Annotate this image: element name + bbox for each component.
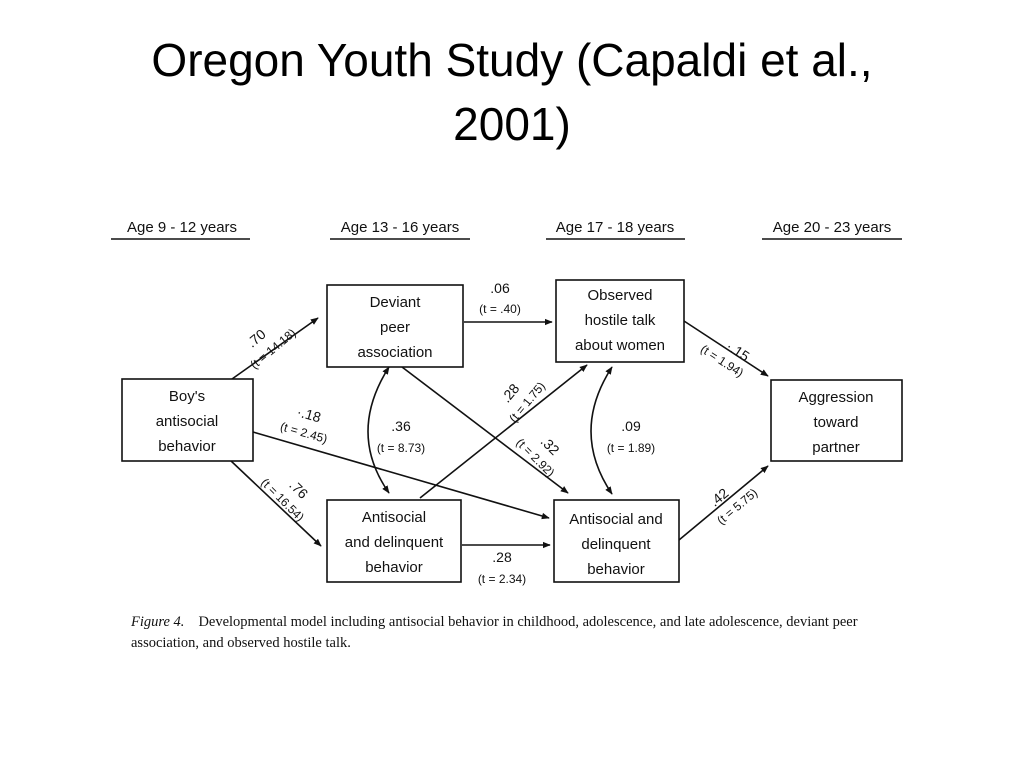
box-label-line: Deviant (370, 294, 422, 311)
arrow-deviant-to-antisocial-late (401, 366, 569, 494)
arrow-antisocial-late-to-aggression (678, 465, 769, 541)
age-header-1: Age 9 - 12 years (127, 219, 237, 236)
path-t-value: (t = 2.34) (478, 572, 526, 586)
box-label-line: Observed (587, 287, 652, 304)
box-label-line: peer (380, 319, 410, 336)
path-label-boys-antisocial-adol: .76 (t = 16.54) (258, 475, 311, 524)
box-label-line: Boy's (169, 388, 205, 405)
figure-caption-label: Figure 4. (131, 614, 185, 630)
arrow-hostile-to-aggression (683, 320, 769, 377)
box-observed-hostile-talk: Observed hostile talk about women (555, 279, 685, 363)
path-label-antisocial-adol-hostile: .28 (t = 1.75) (498, 379, 548, 425)
box-label-line: about women (575, 337, 665, 354)
box-label-line: toward (813, 414, 858, 431)
arrow-antisocial-adol-to-hostile (419, 364, 588, 499)
age-header-3: Age 17 - 18 years (556, 219, 674, 236)
slide-title-line-2: 2001) (453, 98, 571, 150)
path-coefficient: ·.18 (295, 403, 323, 425)
box-label-line: Antisocial and (569, 511, 662, 528)
box-label-line: hostile talk (585, 312, 656, 329)
box-antisocial-delinquent-adolescence: Antisocial and delinquent behavior (326, 499, 462, 583)
box-label-line: delinquent (581, 536, 651, 553)
path-label-deviant-hostile: .06 (t = .40) (479, 280, 521, 316)
box-label-line: partner (812, 439, 860, 456)
path-coefficient: .28 (492, 549, 512, 565)
path-label-deviant-antisocial-adol: .36 (t = 8.73) (377, 418, 425, 455)
arrow-boys-to-deviant (231, 317, 319, 380)
box-label-line: antisocial (156, 413, 219, 430)
path-coefficient: .06 (490, 280, 510, 296)
path-t-value: (t = 1.89) (607, 441, 655, 455)
path-coefficient: .36 (391, 418, 411, 434)
age-header-4: Age 20 - 23 years (773, 219, 891, 236)
arrow-boys-to-antisocial-late (252, 431, 550, 520)
slide-title: Oregon Youth Study (Capaldi et al., 2001… (0, 28, 1024, 156)
figure-caption: Figure 4.Developmental model including a… (131, 612, 911, 654)
path-label-hostile-antisocial-late: .09 (t = 1.89) (607, 418, 655, 455)
box-aggression-toward-partner: Aggression toward partner (770, 379, 903, 462)
path-coefficient: .09 (621, 418, 641, 434)
path-label-boys-antisocial-late: ·.18 (t = 2.45) (279, 403, 329, 446)
arrow-hostile-late-correlation (590, 366, 613, 495)
figure-caption-text: Developmental model including antisocial… (131, 614, 858, 651)
path-t-value: (t = .40) (479, 302, 521, 316)
age-header-2: Age 13 - 16 years (341, 219, 459, 236)
path-t-value: (t = 8.73) (377, 441, 425, 455)
arrow-boys-to-antisocial-adol (229, 459, 322, 547)
arrow-deviant-adol-correlation (367, 366, 390, 494)
path-label-boys-deviant: .70 (t = 14.18) (244, 326, 299, 372)
slide-title-line-1: Oregon Youth Study (Capaldi et al., (151, 34, 873, 86)
path-label-antisocial-adol-late: .28 (t = 2.34) (478, 549, 526, 586)
box-deviant-peer-association: Deviant peer association (326, 284, 464, 368)
path-label-hostile-aggression: ·.15 (t = 1.94) (698, 338, 753, 380)
box-boys-antisocial-behavior: Boy's antisocial behavior (121, 378, 254, 462)
box-label-line: behavior (365, 559, 423, 576)
box-label-line: behavior (158, 438, 216, 455)
path-label-deviant-antisocial-late: .32 (t = 2.92) (513, 433, 563, 480)
box-label-line: behavior (587, 561, 645, 578)
box-label-line: Antisocial (362, 509, 426, 526)
box-label-line: and delinquent (345, 534, 444, 551)
box-antisocial-delinquent-late: Antisocial and delinquent behavior (553, 499, 680, 583)
box-label-line: Aggression (798, 389, 873, 406)
box-label-line: association (357, 344, 432, 361)
